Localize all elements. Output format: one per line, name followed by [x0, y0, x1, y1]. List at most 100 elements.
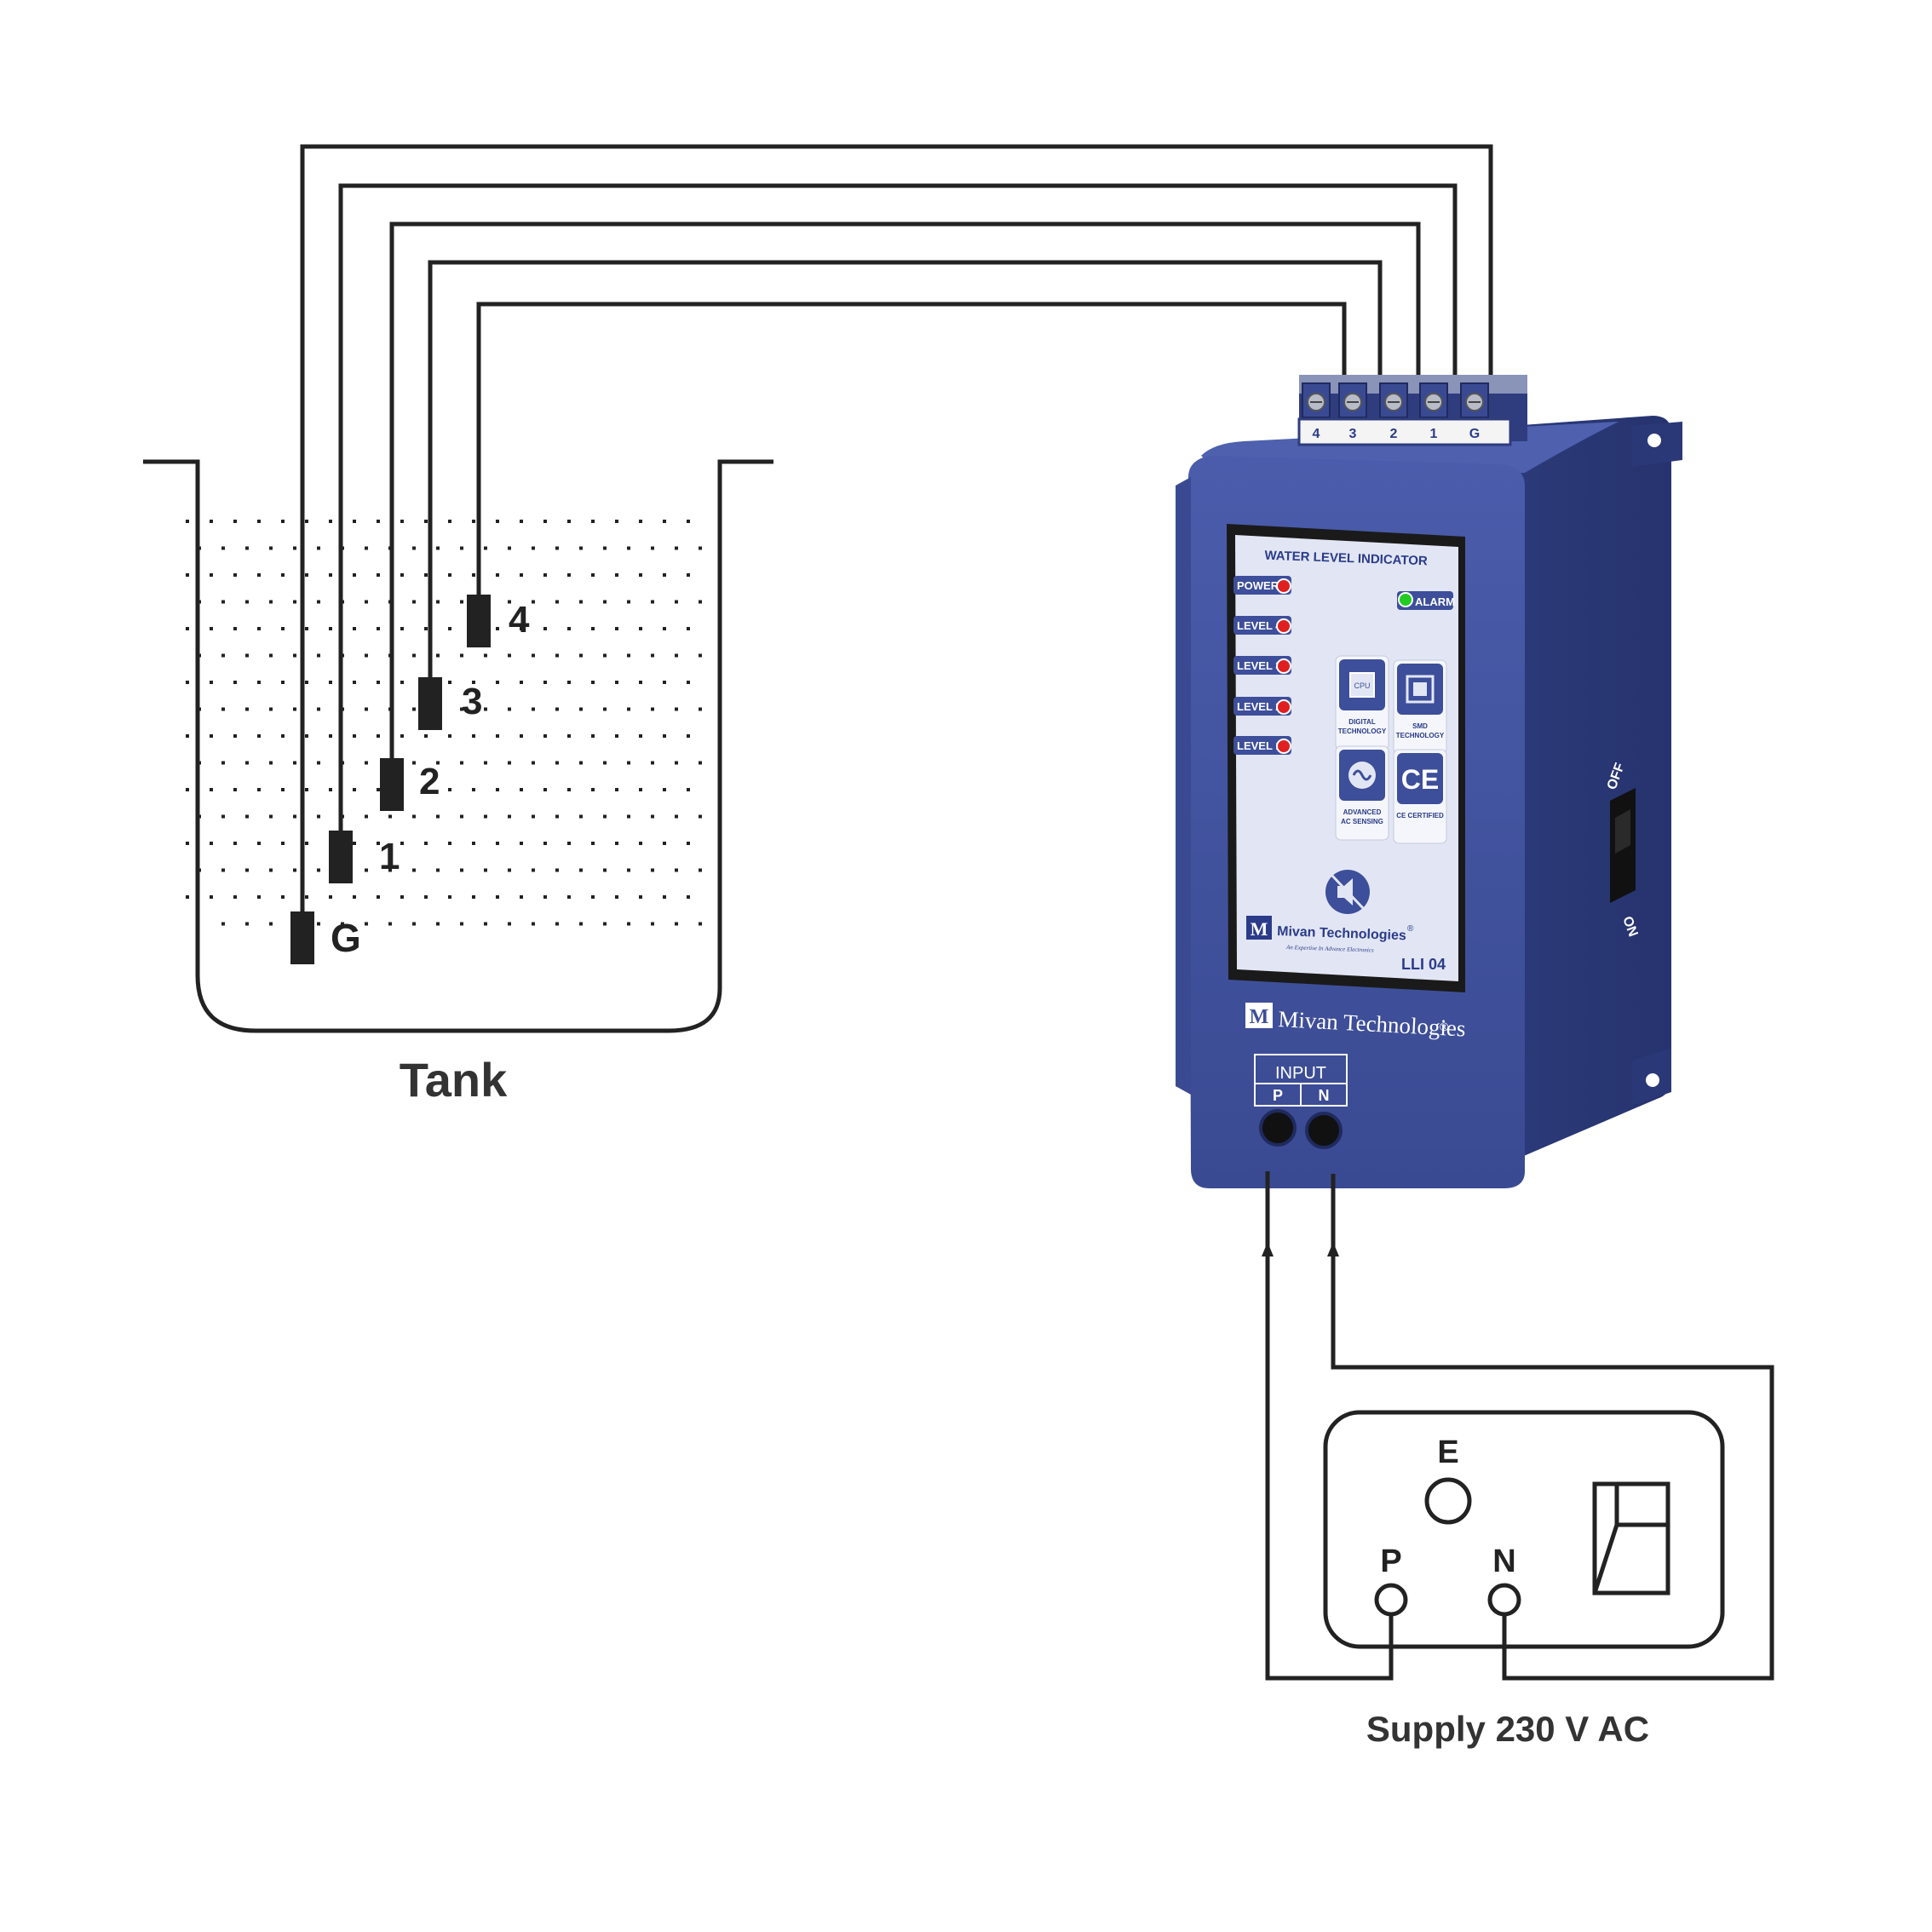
- ce-mark-icon: CE: [1401, 764, 1439, 795]
- supply-socket: E P N Supply 230 V AC: [1323, 1410, 1725, 1749]
- water-dots: [186, 520, 702, 926]
- probe-wires: [300, 144, 1493, 911]
- speaker-mute-icon: [1337, 878, 1353, 906]
- svg-text:®: ®: [1440, 1020, 1449, 1033]
- socket-switch[interactable]: [1592, 1481, 1670, 1596]
- arrow-up-icon: [1262, 1242, 1274, 1256]
- probe-3: 3: [418, 677, 482, 730]
- terminal-label: G: [1469, 427, 1480, 441]
- neutral-label: N: [1492, 1544, 1515, 1579]
- indicator-power: POWER: [1233, 576, 1291, 595]
- terminal-screw[interactable]: [1302, 382, 1331, 418]
- input-n-label: N: [1319, 1087, 1330, 1104]
- ac-sine-icon: [1348, 762, 1376, 789]
- front-label-panel: WATER LEVEL INDICATOR POWER LEVEL 4 LEVEL …: [1227, 524, 1465, 992]
- svg-text:M: M: [1250, 1006, 1269, 1028]
- terminal-screw[interactable]: [1419, 382, 1448, 418]
- indicator-led: [1276, 578, 1291, 594]
- svg-text:M: M: [1251, 918, 1268, 940]
- body-logo-icon: [1245, 1003, 1273, 1028]
- panel-tagline: An Expertise In Advance Electronics: [1285, 944, 1374, 954]
- indicator-label: LEVEL 3: [1237, 659, 1282, 672]
- wire-4: [476, 302, 1347, 595]
- feature-tiles: CPUDIGITALTECHNOLOGYSMDTECHNOLOGYADVANCE…: [1335, 655, 1447, 844]
- supply-label: Supply 230 V AC: [1366, 1709, 1649, 1749]
- wire-g: [300, 144, 1493, 911]
- probe-3-label: 3: [462, 681, 482, 722]
- alarm-label: ALARM: [1415, 595, 1455, 608]
- svg-text:CPU: CPU: [1354, 681, 1370, 690]
- tank-label: Tank: [400, 1053, 508, 1107]
- alarm-indicator: ALARM: [1397, 591, 1455, 610]
- input-label: INPUT: [1275, 1064, 1326, 1083]
- feature-tile: ADVANCED AC SENSING: [1335, 745, 1389, 841]
- indicator-led: [1276, 658, 1291, 674]
- wire-neutral: [1331, 1174, 1774, 1681]
- wire-3: [428, 260, 1383, 677]
- earth-label: E: [1437, 1435, 1458, 1470]
- current-arrows: [1262, 1242, 1339, 1256]
- panel-title: WATER LEVEL INDICATOR: [1264, 549, 1428, 569]
- input-terminals: INPUT P N: [1254, 1054, 1348, 1149]
- wire-phase: [1265, 1171, 1394, 1681]
- alarm-led: [1398, 592, 1413, 607]
- probe-2-label: 2: [419, 761, 440, 802]
- indicator-level-4: LEVEL 4: [1233, 616, 1291, 635]
- feature-label: TECHNOLOGY: [1338, 727, 1387, 735]
- terminal-screw[interactable]: [1379, 382, 1408, 418]
- svg-text:CE: CE: [1401, 764, 1439, 795]
- input-p-socket[interactable]: [1259, 1109, 1297, 1147]
- terminal-screws: [1302, 382, 1489, 418]
- feature-label: SMD: [1412, 722, 1428, 730]
- indicator-level-2: LEVEL 2: [1233, 697, 1291, 716]
- indicator-level-3: LEVEL 3: [1233, 656, 1291, 675]
- probe-g: G: [290, 911, 361, 964]
- model-number: LLI 04: [1401, 956, 1446, 973]
- terminal-label: 3: [1349, 427, 1357, 441]
- mute-button[interactable]: [1325, 870, 1370, 914]
- probe-g-label: G: [331, 916, 361, 960]
- panel-brand-name: Mivan Technologies: [1277, 924, 1406, 943]
- indicator-label: POWER: [1237, 579, 1279, 592]
- terminal-screw[interactable]: [1460, 382, 1489, 418]
- probe-4-label: 4: [509, 599, 530, 641]
- probes: 4 3 2 1 G: [290, 595, 530, 964]
- feature-tile: SMD TECHNOLOGY: [1393, 659, 1447, 755]
- phase-pin-hole[interactable]: [1374, 1583, 1408, 1617]
- tank: Tank: [143, 459, 773, 1107]
- terminal-label: 1: [1430, 427, 1438, 441]
- cpu-icon: CPU: [1349, 672, 1375, 698]
- phase-label: P: [1380, 1544, 1401, 1579]
- neutral-pin-hole[interactable]: [1487, 1583, 1521, 1617]
- tank-outline: [143, 459, 773, 1033]
- wire-2: [389, 221, 1421, 758]
- feature-label: TECHNOLOGY: [1396, 732, 1445, 739]
- input-n-socket[interactable]: [1305, 1112, 1343, 1149]
- input-p-label: P: [1273, 1087, 1283, 1104]
- panel-brand: M Mivan Technologies ® An Expertise In A…: [1246, 916, 1446, 973]
- panel-logo-icon: [1246, 916, 1272, 940]
- wire-1: [338, 183, 1458, 831]
- feature-label: CE CERTIFIED: [1396, 812, 1444, 819]
- terminal-screw[interactable]: [1338, 382, 1367, 418]
- indicator-led: [1276, 618, 1291, 634]
- terminal-label: 4: [1313, 427, 1320, 441]
- earth-pin-hole[interactable]: [1424, 1477, 1472, 1525]
- indicator-label: LEVEL 4: [1237, 619, 1282, 632]
- arrow-up-icon: [1327, 1242, 1339, 1256]
- feature-label: DIGITAL: [1348, 718, 1376, 726]
- feature-label: AC SENSING: [1341, 818, 1383, 825]
- probe-1-label: 1: [379, 836, 400, 877]
- svg-text:®: ®: [1407, 924, 1414, 934]
- indicator-led: [1276, 699, 1291, 715]
- feature-label: ADVANCED: [1343, 808, 1382, 816]
- smd-chip-icon: [1406, 675, 1435, 704]
- feature-tile: CE CE CERTIFIED: [1393, 749, 1447, 844]
- indicator-led: [1276, 739, 1291, 754]
